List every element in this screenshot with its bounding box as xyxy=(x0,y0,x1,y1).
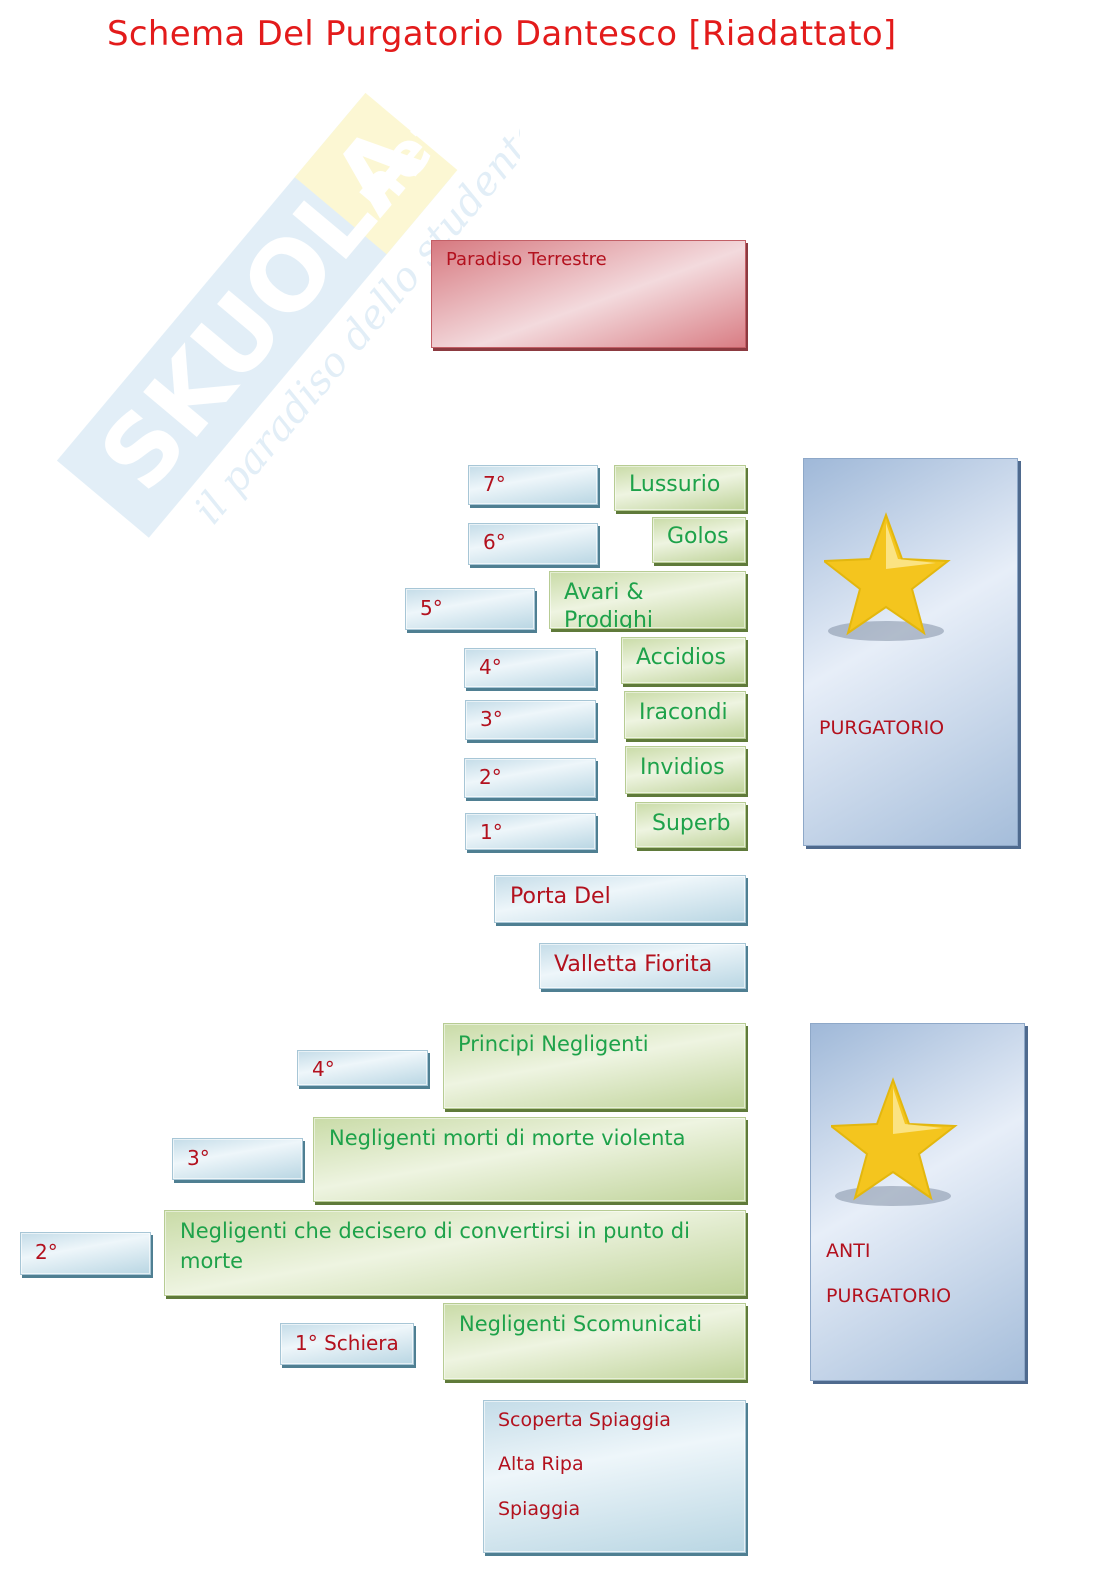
cornice-4-sin: Accidios xyxy=(621,637,746,684)
antipurgatorio-panel: ANTI PURGATORIO xyxy=(810,1023,1025,1381)
valletta-label: Valletta Fiorita xyxy=(554,952,713,977)
schiera-1-number: 1° Schiera xyxy=(280,1323,414,1365)
schiera-1-group: Negligenti Scomunicati xyxy=(443,1303,746,1380)
paradiso-terrestre-label: Paradiso Terrestre xyxy=(446,249,607,270)
purgatorio-label: PURGATORIO xyxy=(819,717,945,739)
cornice-7-sin: Lussurio xyxy=(614,465,746,511)
valletta-box: Valletta Fiorita xyxy=(539,943,746,989)
shore-item: Spiaggia xyxy=(498,1498,581,1520)
watermark-tld: .net xyxy=(324,96,464,244)
cornice-2-sin: Invidios xyxy=(625,746,746,794)
watermark-brand: SKUOLA xyxy=(78,105,445,512)
shore-box: Scoperta Spiaggia Alta Ripa Spiaggia xyxy=(483,1400,746,1553)
schiera-2-number: 2° xyxy=(20,1232,151,1275)
schiera-4-group: Principi Negligenti xyxy=(443,1023,746,1109)
cornice-5-number: 5° xyxy=(405,588,535,630)
schiera-3-group: Negligenti morti di morte violenta xyxy=(313,1117,746,1202)
star-icon xyxy=(831,1077,958,1206)
cornice-3-number: 3° xyxy=(465,700,596,740)
porta-box: Porta Del xyxy=(494,875,746,923)
purgatorio-panel: PURGATORIO xyxy=(803,458,1018,846)
cornice-7-number: 7° xyxy=(468,465,598,505)
shore-item: Scoperta Spiaggia xyxy=(498,1409,671,1431)
cornice-1-sin: Superb xyxy=(635,802,746,848)
schiera-3-number: 3° xyxy=(172,1138,303,1180)
shore-item: Alta Ripa xyxy=(498,1453,584,1475)
cornice-3-sin: Iracondi xyxy=(624,691,746,739)
antipurgatorio-label-1: ANTI xyxy=(826,1240,871,1262)
cornice-1-number: 1° xyxy=(465,813,596,850)
antipurgatorio-label-2: PURGATORIO xyxy=(826,1285,952,1307)
cornice-5-sin: Avari & Prodighi xyxy=(549,571,746,629)
schiera-2-group: Negligenti che decisero di convertirsi i… xyxy=(164,1210,746,1296)
page-title: Schema Del Purgatorio Dantesco [Riadatta… xyxy=(107,14,897,54)
paradiso-terrestre-box: Paradiso Terrestre xyxy=(431,240,746,348)
cornice-6-number: 6° xyxy=(468,523,598,565)
cornice-4-number: 4° xyxy=(464,648,596,688)
cornice-2-number: 2° xyxy=(464,758,596,798)
star-icon xyxy=(824,512,951,641)
porta-label: Porta Del xyxy=(510,884,611,909)
schiera-4-number: 4° xyxy=(297,1050,428,1086)
cornice-6-sin: Golos xyxy=(652,517,746,563)
